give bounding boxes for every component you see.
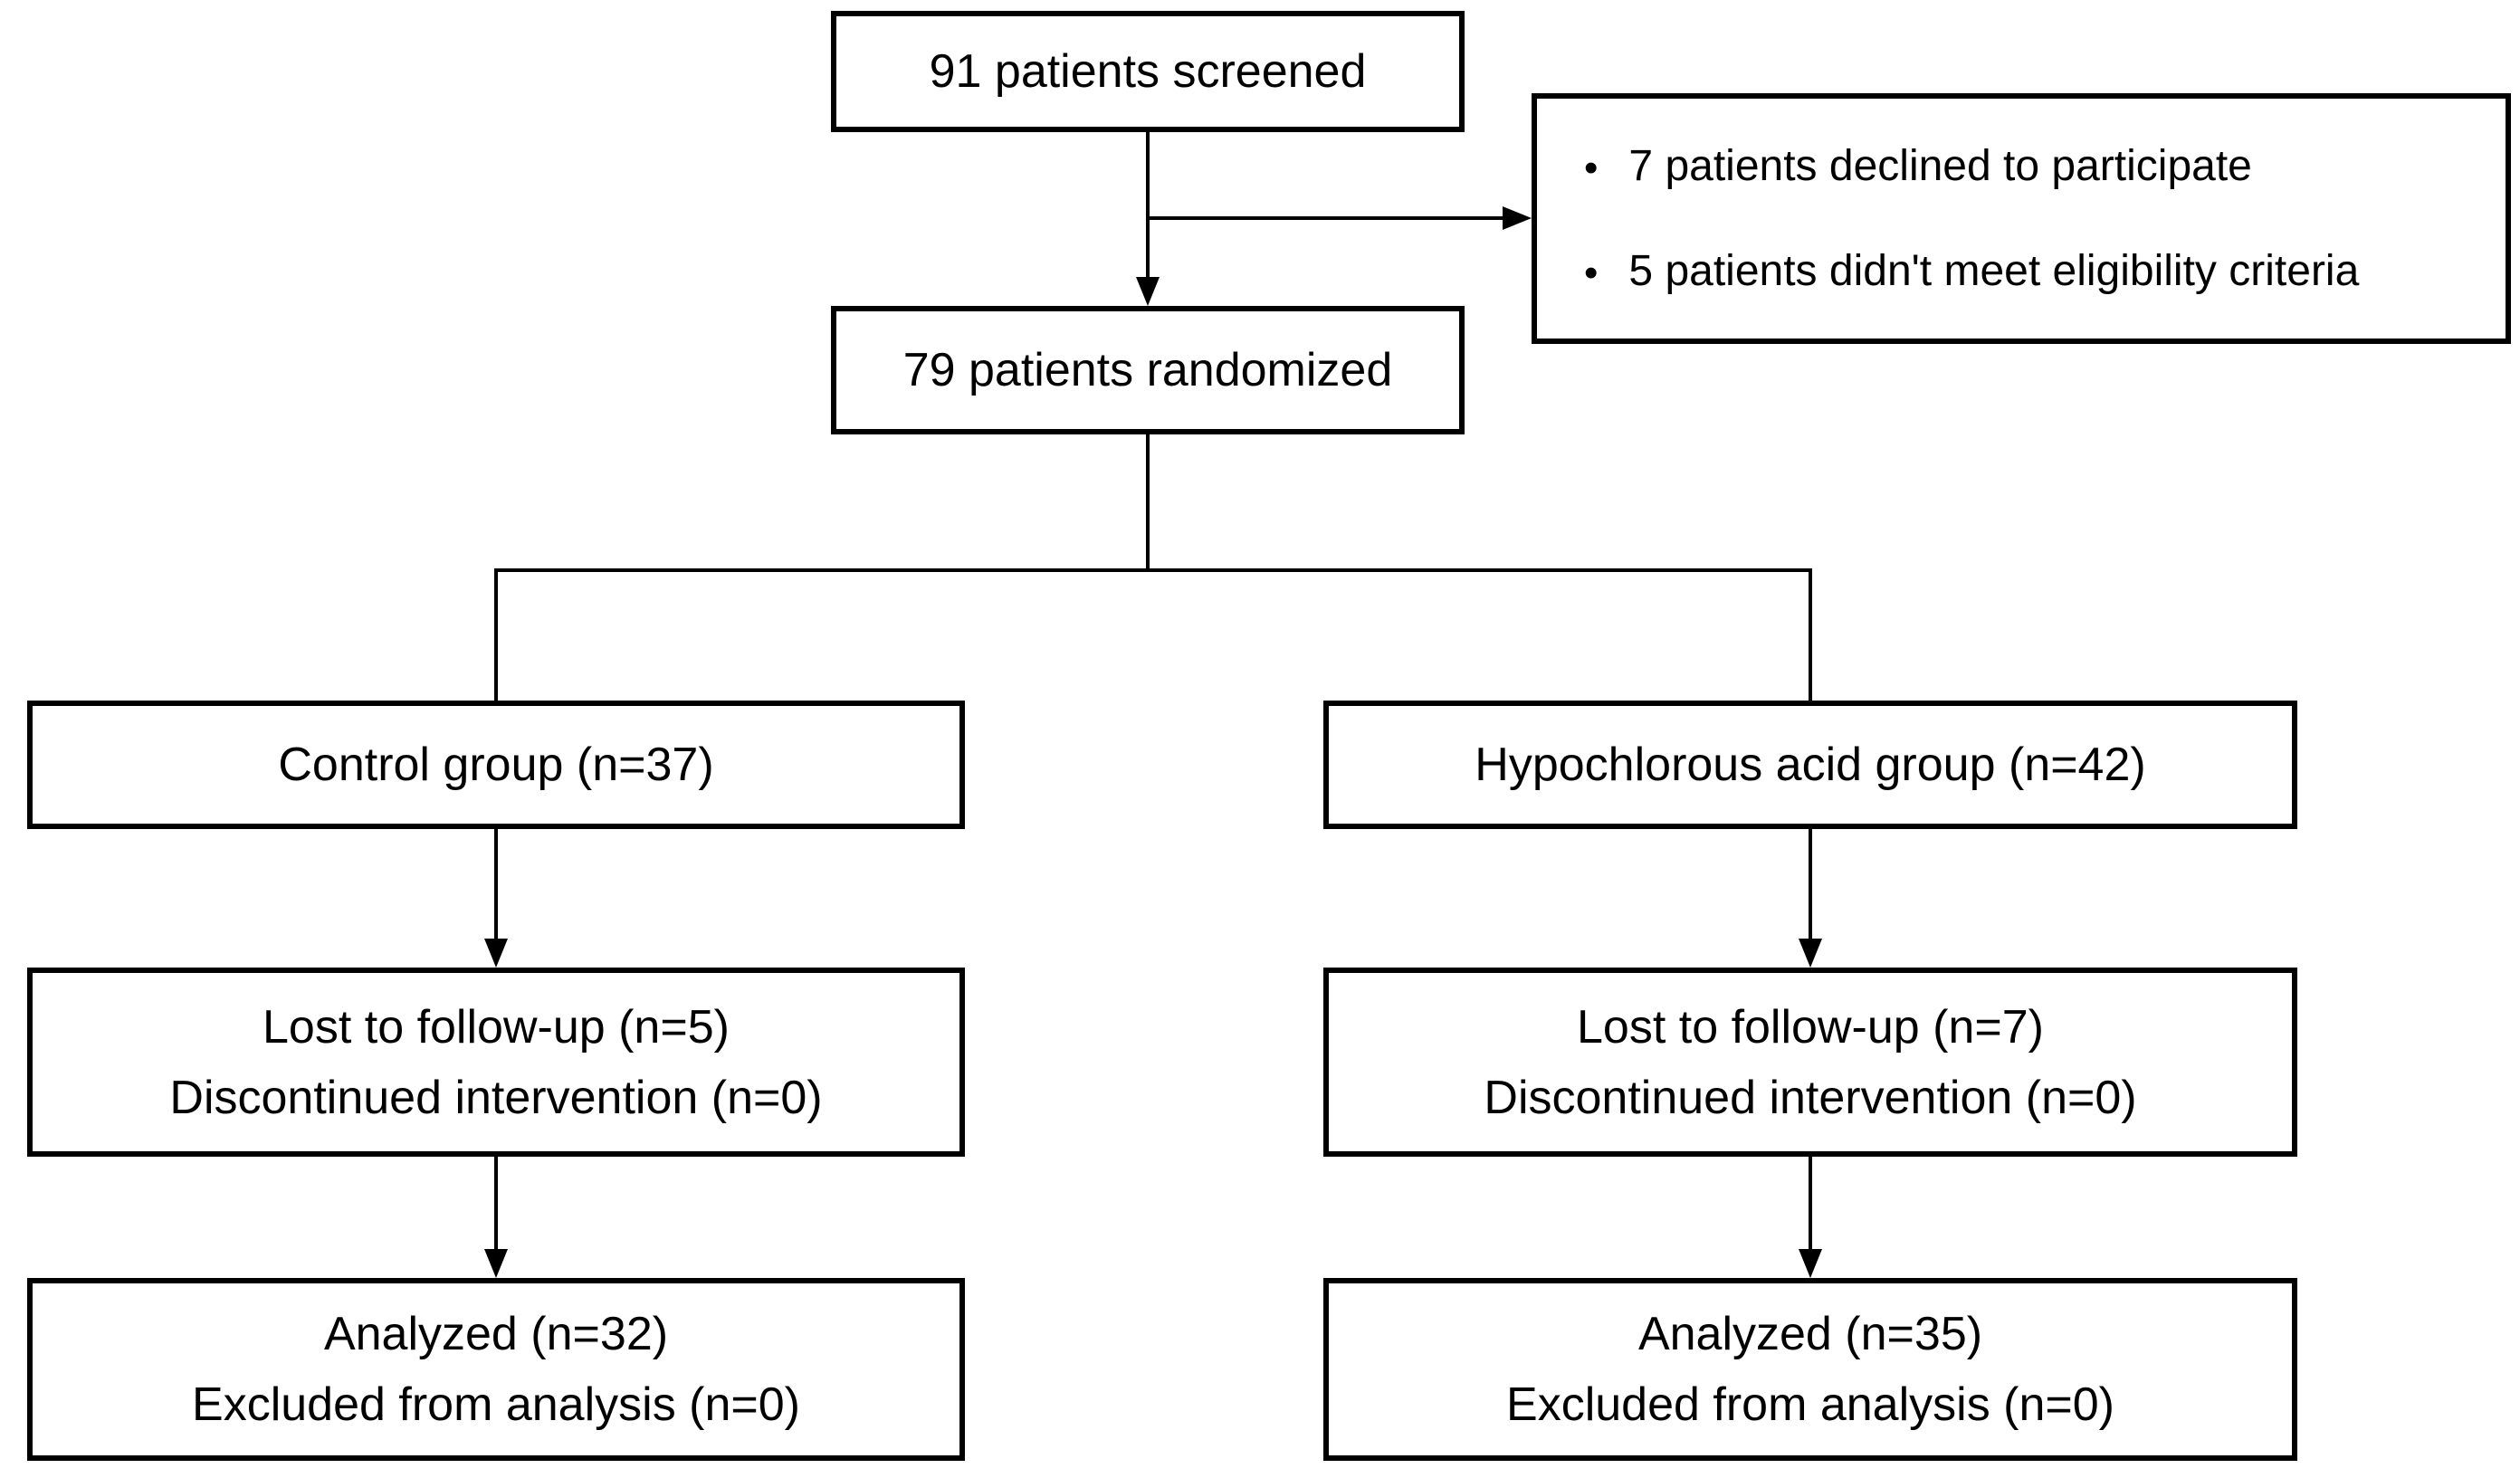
- control-analyzed-box: Analyzed (n=32) Excluded from analysis (…: [27, 1278, 965, 1461]
- arrow-right-icon: [1503, 206, 1532, 230]
- connector-branch-horizontal: [494, 568, 1812, 572]
- control-followup-text: Lost to follow-up (n=5) Discontinued int…: [169, 992, 822, 1133]
- arrow-down-icon: [484, 939, 508, 968]
- control-analyzed-text: Analyzed (n=32) Excluded from analysis (…: [192, 1299, 800, 1440]
- hypochlorous-excluded-label: Excluded from analysis (n=0): [1506, 1378, 2114, 1431]
- hypochlorous-analyzed-box: Analyzed (n=35) Excluded from analysis (…: [1323, 1278, 2297, 1461]
- connector-control-to-followup: [494, 829, 498, 940]
- exclusion-item: • 7 patients declined to participate: [1584, 134, 2359, 199]
- control-lost-label: Lost to follow-up (n=5): [262, 1000, 730, 1054]
- bullet-icon: •: [1584, 145, 1599, 190]
- screened-box: 91 patients screened: [831, 11, 1465, 132]
- connector-branch-to-hypochlorous: [1809, 568, 1812, 701]
- connector-followup-to-analyzed-right: [1809, 1157, 1812, 1251]
- screened-label: 91 patients screened: [929, 45, 1367, 98]
- hypochlorous-followup-box: Lost to follow-up (n=7) Discontinued int…: [1323, 968, 2297, 1157]
- hypochlorous-followup-text: Lost to follow-up (n=7) Discontinued int…: [1484, 992, 2136, 1133]
- arrow-down-icon: [1799, 939, 1822, 968]
- connector-to-exclusions: [1146, 216, 1503, 220]
- control-group-label: Control group (n=37): [278, 739, 714, 791]
- arrow-down-icon: [484, 1249, 508, 1278]
- connector-screened-to-randomized: [1146, 132, 1150, 281]
- control-discontinued-label: Discontinued intervention (n=0): [169, 1071, 823, 1124]
- arrow-down-icon: [1799, 1249, 1822, 1278]
- hypochlorous-group-box: Hypochlorous acid group (n=42): [1323, 701, 2297, 829]
- exclusion-item-label: 5 patients didn't meet eligibility crite…: [1628, 246, 2360, 295]
- hypochlorous-lost-label: Lost to follow-up (n=7): [1577, 1000, 2044, 1054]
- connector-hypochlorous-to-followup: [1809, 829, 1812, 940]
- control-followup-box: Lost to follow-up (n=5) Discontinued int…: [27, 968, 965, 1157]
- randomized-box: 79 patients randomized: [831, 306, 1465, 434]
- hypochlorous-group-label: Hypochlorous acid group (n=42): [1475, 739, 2146, 791]
- connector-followup-to-analyzed-left: [494, 1157, 498, 1251]
- connector-randomized-to-branch: [1146, 434, 1150, 572]
- arrow-down-icon: [1136, 277, 1160, 306]
- control-excluded-label: Excluded from analysis (n=0): [192, 1378, 800, 1431]
- exclusion-item: • 5 patients didn't meet eligibility cri…: [1584, 239, 2359, 304]
- hypochlorous-analyzed-text: Analyzed (n=35) Excluded from analysis (…: [1506, 1299, 2114, 1440]
- exclusions-box: • 7 patients declined to participate • 5…: [1532, 93, 2511, 344]
- connector-branch-to-control: [494, 568, 498, 701]
- hypochlorous-discontinued-label: Discontinued intervention (n=0): [1484, 1071, 2137, 1124]
- exclusion-item-label: 7 patients declined to participate: [1628, 141, 2252, 190]
- control-group-box: Control group (n=37): [27, 701, 965, 829]
- randomized-label: 79 patients randomized: [902, 344, 1393, 396]
- control-analyzed-label: Analyzed (n=32): [323, 1308, 669, 1360]
- hypochlorous-analyzed-label: Analyzed (n=35): [1637, 1308, 1983, 1360]
- exclusions-list: • 7 patients declined to participate • 5…: [1537, 134, 2373, 304]
- bullet-icon: •: [1584, 250, 1599, 295]
